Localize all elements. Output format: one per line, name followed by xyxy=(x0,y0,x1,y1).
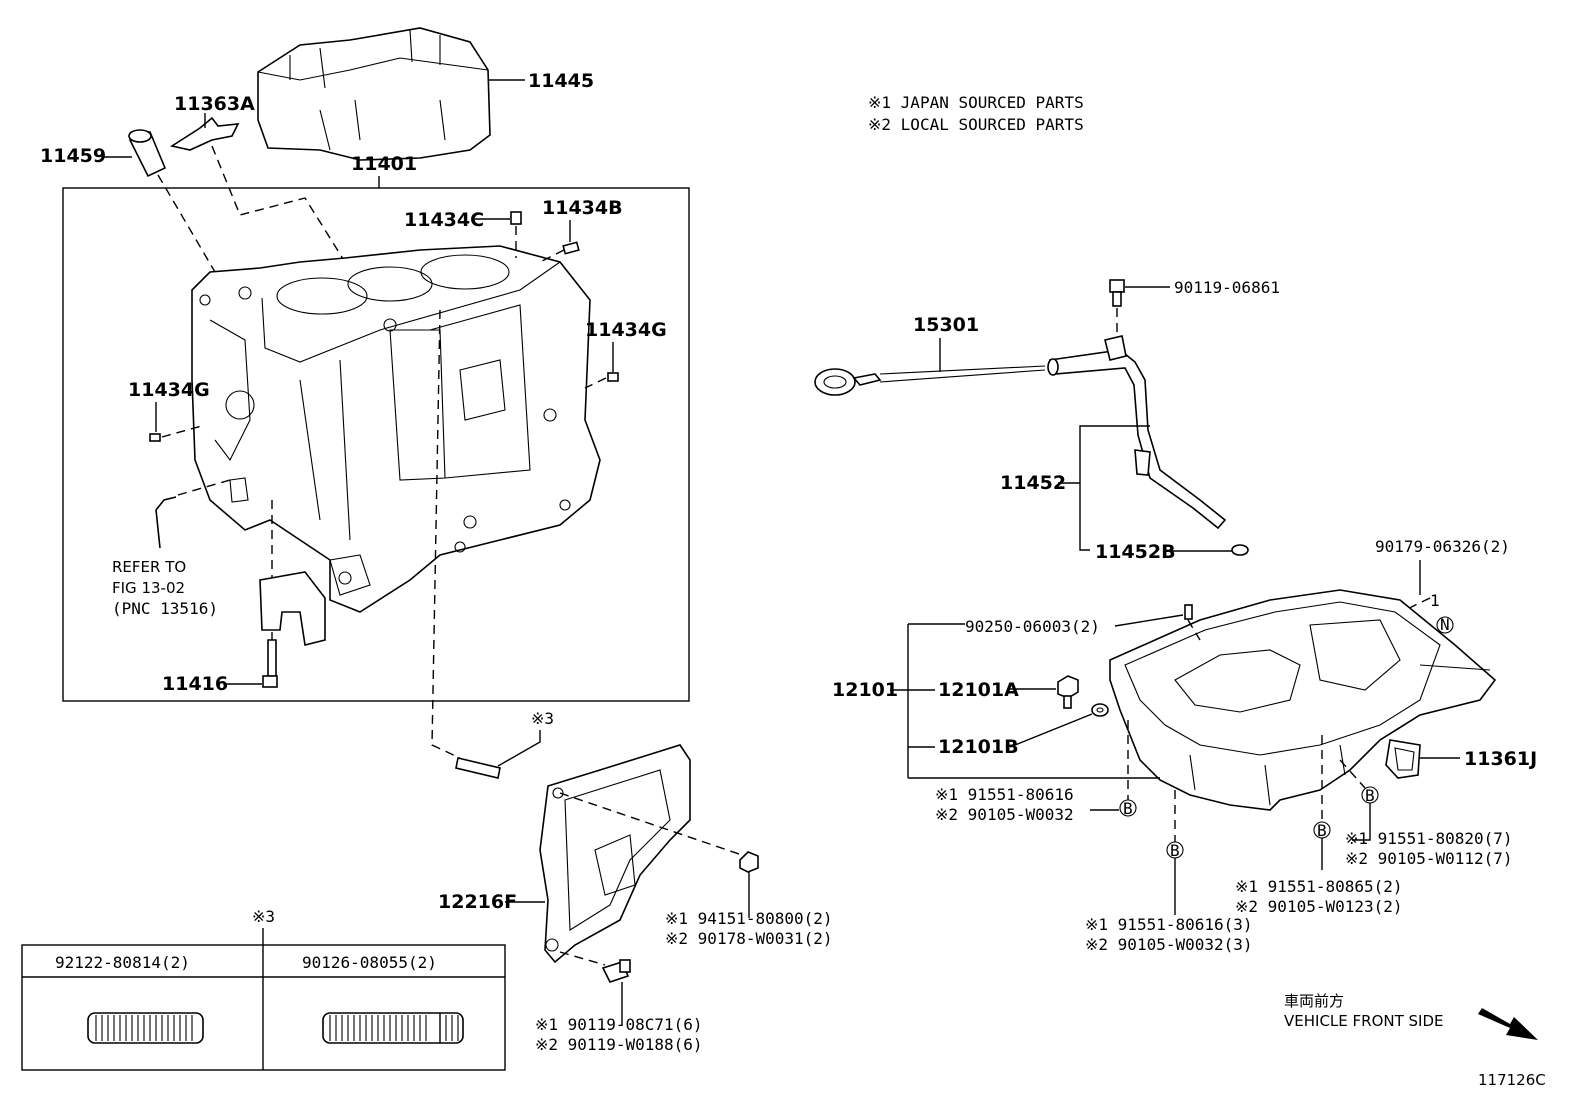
label-12101A: 12101A xyxy=(938,679,1019,701)
label-11452: 11452 xyxy=(1000,472,1066,494)
pan-r3-local: ※2 90105-W0032(3) xyxy=(1085,935,1253,954)
pan-r1-local: ※2 90105-W0112(7) xyxy=(1345,849,1513,868)
ref-circle-N xyxy=(1436,616,1454,634)
o-ring-11452B xyxy=(1231,544,1249,556)
label-12101: 12101 xyxy=(832,679,898,701)
sleeve-11459 xyxy=(128,129,167,178)
front-arrow-icon xyxy=(1478,1008,1538,1040)
label-12101B: 12101B xyxy=(938,736,1019,758)
ref-mark-N: N xyxy=(1440,615,1450,634)
pin-11434B xyxy=(562,241,580,255)
ref-circle-B-left xyxy=(1119,799,1137,817)
legend-local: ※2 LOCAL SOURCED PARTS xyxy=(868,115,1084,134)
label-90250-06003: 90250-06003(2) xyxy=(965,617,1100,636)
label-11459: 11459 xyxy=(40,145,106,167)
label-11434G-right: 11434G xyxy=(585,319,667,341)
pan-left-japan: ※1 91551-80616 xyxy=(935,785,1074,804)
bolt-90119-06861 xyxy=(1109,279,1125,307)
pan-left-local: ※2 90105-W0032 xyxy=(935,805,1074,824)
pan-r2-local: ※2 90105-W0123(2) xyxy=(1235,897,1403,916)
oil-pan-12101 xyxy=(1109,589,1497,811)
pan-r3-japan: ※1 91551-80616(3) xyxy=(1085,915,1253,934)
pad-11361J xyxy=(1385,739,1421,779)
refer-line1: REFER TO xyxy=(112,558,186,576)
refer-line2: FIG 13-02 xyxy=(112,579,185,597)
plate-nut-japan: ※1 94151-80800(2) xyxy=(665,909,833,928)
stud-table xyxy=(21,944,506,1071)
pin-11434C xyxy=(510,211,522,225)
ref-b-right2: B xyxy=(1365,786,1375,805)
label-11434C: 11434C xyxy=(404,209,484,231)
label-11434B: 11434B xyxy=(542,197,623,219)
label-11361J: 11361J xyxy=(1464,748,1537,770)
ref-b-center: B xyxy=(1170,841,1180,860)
ref-b-right1: B xyxy=(1317,821,1327,840)
vehicle-front-en: VEHICLE FRONT SIDE xyxy=(1284,1012,1444,1030)
legend-japan: ※1 JAPAN SOURCED PARTS xyxy=(868,93,1084,112)
label-11363A: 11363A xyxy=(174,93,255,115)
gasket-12101B xyxy=(1091,703,1109,717)
pin-11434G-right xyxy=(607,372,619,382)
label-12216F: 12216F xyxy=(438,891,517,913)
table-col1: 92122-80814(2) xyxy=(55,953,190,972)
pan-r2-japan: ※1 91551-80865(2) xyxy=(1235,877,1403,896)
dipstick-15301 xyxy=(814,365,1046,396)
figure-id: 117126C xyxy=(1478,1071,1546,1089)
label-90179-06326: 90179-06326(2) xyxy=(1375,537,1510,556)
plate-nut xyxy=(739,851,759,873)
bracket-11363A xyxy=(169,116,240,151)
label-11445: 11445 xyxy=(528,70,594,92)
label-11452B: 11452B xyxy=(1095,541,1176,563)
plate-bolt-japan: ※1 90119-08C71(6) xyxy=(535,1015,703,1034)
cylinder-block-box xyxy=(62,187,690,702)
vehicle-front-jp: 車両前方 xyxy=(1284,992,1344,1010)
stud-icon-1 xyxy=(87,1012,204,1044)
label-11416: 11416 xyxy=(162,673,228,695)
drain-plug-12101A xyxy=(1057,675,1079,709)
ref-b-left: B xyxy=(1123,799,1133,818)
label-90119-06861: 90119-06861 xyxy=(1174,278,1280,297)
mark3-table: ※3 xyxy=(252,907,275,926)
plate-bolt-local: ※2 90119-W0188(6) xyxy=(535,1035,703,1054)
label-11434G-left: 11434G xyxy=(128,379,210,401)
bolt-11416 xyxy=(262,639,278,688)
plate-nut-local: ※2 90178-W0031(2) xyxy=(665,929,833,948)
label-11401: 11401 xyxy=(351,153,417,175)
ref-mark-1: 1 xyxy=(1430,591,1440,610)
stud-icon-2 xyxy=(322,1012,464,1044)
bearing-cap xyxy=(259,571,326,646)
table-col2: 90126-08055(2) xyxy=(302,953,437,972)
engine-block-insulator xyxy=(257,27,491,161)
pin-11434G-left xyxy=(149,433,161,442)
cylinder-block xyxy=(191,245,601,613)
plate-bolt xyxy=(601,959,631,983)
refer-line3: (PNC 13516) xyxy=(112,599,218,618)
dipstick-guide-11452 xyxy=(1047,335,1227,530)
mark3-stud: ※3 xyxy=(531,709,554,728)
pan-r1-japan: ※1 91551-80820(7) xyxy=(1345,829,1513,848)
stud-90250-06003 xyxy=(1184,604,1193,620)
stud-bolt xyxy=(455,757,501,779)
label-15301: 15301 xyxy=(913,314,979,336)
